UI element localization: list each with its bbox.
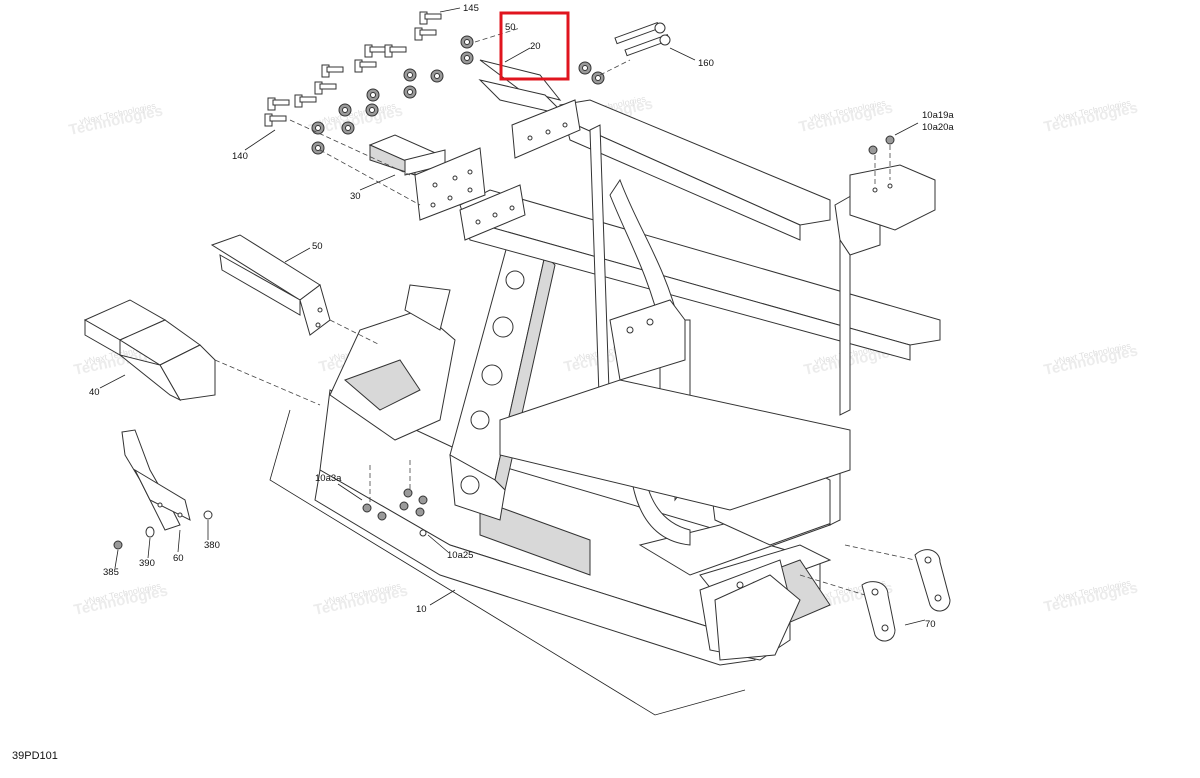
callout-140: 140 xyxy=(232,151,248,162)
callout-10a3a: 10a3a xyxy=(315,473,342,484)
callout-145: 145 xyxy=(463,3,479,14)
bolt-icon[interactable] xyxy=(264,113,287,127)
callout-160: 160 xyxy=(698,58,714,69)
nut-icon[interactable] xyxy=(415,507,425,517)
nut-icon[interactable] xyxy=(365,103,379,117)
nut-icon[interactable] xyxy=(460,35,474,49)
callout-10a25: 10a25 xyxy=(447,550,473,561)
bolt-icon[interactable] xyxy=(354,59,377,73)
screw-icon[interactable] xyxy=(419,529,427,537)
bolt-icon[interactable] xyxy=(267,97,290,111)
nut-icon[interactable] xyxy=(578,61,592,75)
nut-icon[interactable] xyxy=(591,71,605,85)
callout-380: 380 xyxy=(204,540,220,551)
callout-50-mid: 50 xyxy=(312,241,323,252)
nut-icon[interactable] xyxy=(403,68,417,82)
bracket-50-part[interactable] xyxy=(210,234,331,336)
nut-icon[interactable] xyxy=(362,503,372,513)
bolt-icon[interactable] xyxy=(419,11,442,25)
bolt-icon[interactable] xyxy=(294,94,317,108)
callout-labels: 145 50 20 160 140 30 10a19a 10a20a 50 40… xyxy=(89,3,954,630)
callout-60: 60 xyxy=(173,553,184,564)
screw-icon[interactable] xyxy=(203,510,213,520)
bracket-30-part[interactable] xyxy=(368,134,486,221)
fasteners-group xyxy=(113,11,895,550)
callout-10a20a: 10a20a xyxy=(922,122,954,133)
link-plate-70-part[interactable] xyxy=(861,549,951,642)
nut-icon[interactable] xyxy=(311,121,325,135)
callout-10a19a: 10a19a xyxy=(922,110,954,121)
nut-icon[interactable] xyxy=(418,495,428,505)
diagram-code: 39PD101 xyxy=(12,750,58,762)
bolt-icon[interactable] xyxy=(384,44,407,58)
callout-10: 10 xyxy=(416,604,427,615)
nut-icon[interactable] xyxy=(403,488,413,498)
long-bolt-icon[interactable] xyxy=(614,21,666,45)
nut-icon[interactable] xyxy=(311,141,325,155)
bolt-icon[interactable] xyxy=(321,64,344,78)
nut-icon[interactable] xyxy=(399,501,409,511)
selected-callout-highlight[interactable] xyxy=(499,11,570,81)
leader-lines xyxy=(99,7,926,716)
callout-385: 385 xyxy=(103,567,119,578)
callout-20: 20 xyxy=(530,41,541,52)
nut-icon[interactable] xyxy=(338,103,352,117)
nut-icon[interactable] xyxy=(403,85,417,99)
bolt-icon[interactable] xyxy=(364,44,387,58)
nut-icon[interactable] xyxy=(113,540,123,550)
nut-icon[interactable] xyxy=(885,135,895,145)
bolt-icon[interactable] xyxy=(314,81,337,95)
callout-70: 70 xyxy=(925,619,936,630)
callout-30: 30 xyxy=(350,191,361,202)
bracket-60-part[interactable] xyxy=(121,429,191,531)
callout-390: 390 xyxy=(139,558,155,569)
callout-40: 40 xyxy=(89,387,100,398)
washer-icon[interactable] xyxy=(145,526,155,538)
nut-icon[interactable] xyxy=(377,511,387,521)
alignment-lines xyxy=(214,27,916,596)
callout-50-top: 50 xyxy=(505,22,516,33)
bracket-40-part[interactable] xyxy=(83,299,216,402)
bolt-icon[interactable] xyxy=(414,27,437,41)
nut-icon[interactable] xyxy=(341,121,355,135)
nut-icon[interactable] xyxy=(430,69,444,83)
main-frame-part[interactable] xyxy=(314,99,941,666)
nut-icon[interactable] xyxy=(366,88,380,102)
long-bolt-icon[interactable] xyxy=(624,33,671,57)
nut-icon[interactable] xyxy=(868,145,878,155)
nut-icon[interactable] xyxy=(460,51,474,65)
